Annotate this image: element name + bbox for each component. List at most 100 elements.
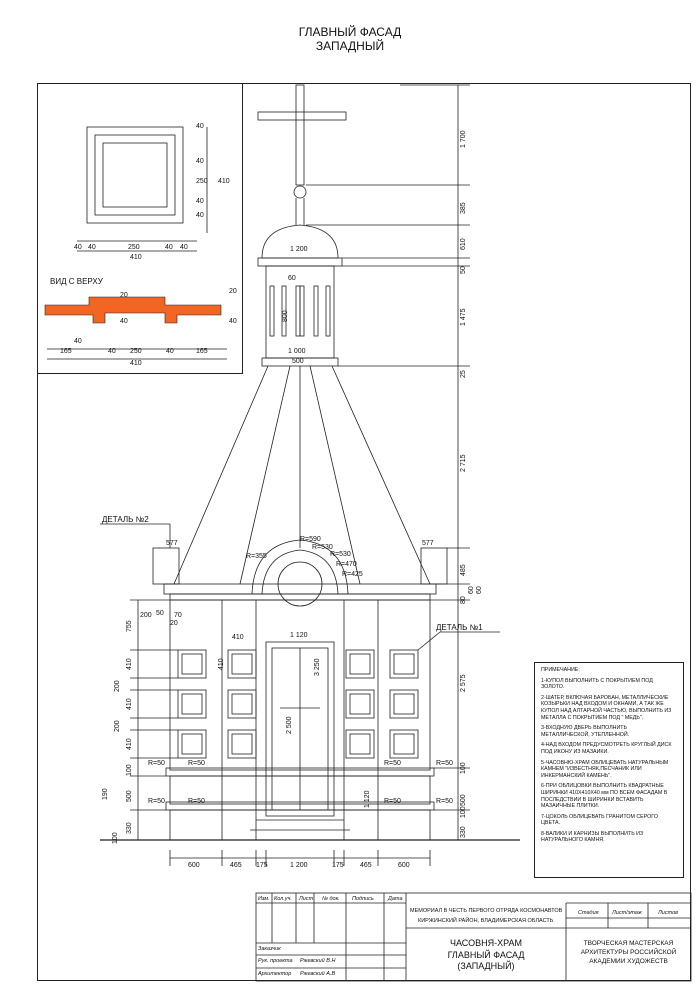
tb-stage: Стадия — [578, 910, 599, 916]
section-bottom-dim: 40 — [108, 348, 116, 355]
org-line: АКАДЕМИИ ХУДОЖЕСТВ — [589, 958, 668, 965]
lantern-opening: 60 — [288, 275, 296, 282]
note-item: 6-ПРИ ОБЛИЦОВКИ ВЫПОЛНИТЬ КВАДРАТНЫЕ ШИР… — [541, 783, 668, 810]
radius-50: R=50 — [148, 760, 165, 767]
section-profile — [44, 296, 222, 324]
corner-dim: 50 — [156, 610, 164, 617]
bottom-dim: 175 — [332, 862, 344, 869]
tb-col: № док. — [322, 896, 340, 902]
section-bottom-dim: 40 — [166, 348, 174, 355]
section-bottom-dim: 250 — [130, 348, 142, 355]
radius-50: R=50 — [436, 798, 453, 805]
section-bottom-dim: 165 — [60, 348, 72, 355]
tent-roof — [173, 365, 431, 585]
tb-col: Кол.уч. — [274, 896, 292, 902]
icon-disk — [277, 561, 323, 607]
arch-outer — [251, 539, 349, 595]
tb-col: Лист — [299, 896, 314, 902]
plan-dim-bottom: 40 — [88, 244, 96, 251]
plan-dim: 40 — [196, 212, 204, 219]
bottom-dim: 600 — [188, 862, 200, 869]
notes-box: ПРИМЕЧАНИЕ: 1-КУПОЛ ВЫПОЛНИТЬ С ПОКРЫТИЕ… — [534, 662, 684, 878]
cross-horizontal — [257, 111, 347, 121]
detail-1-label: ДЕТАЛЬ №1 — [436, 623, 483, 632]
tb-role: Заказчик — [258, 946, 281, 952]
tb-sheet: Лист/этаж — [612, 910, 642, 916]
plan-dim: 250 — [196, 178, 208, 185]
plan-dim-bottom: 40 — [165, 244, 173, 251]
view-from-top-label: ВИД С ВЕРХУ — [50, 277, 103, 286]
project-name: МЕМОРИАЛ В ЧЕСТЬ ПЕРВОГО ОТРЯДА КОСМОНАВ… — [410, 908, 563, 914]
tb-name: Ржевский В.Н — [300, 958, 336, 964]
note-item: 5-ЧАСОВНЮ-ХРАМ ОБЛИЦЕВАТЬ НАТУРАЛЬНЫМ КА… — [541, 759, 669, 779]
cross-vertical — [295, 84, 305, 186]
radius-50: R=50 — [148, 798, 165, 805]
note-item: 2-ШАТЕР, ВКЛЮЧАЯ БАРОБАН, МЕТАЛЛИЧЕСКИЕ … — [541, 694, 672, 721]
plan-dim-bottom: 40 — [74, 244, 82, 251]
radius-50: R=50 — [384, 760, 401, 767]
plan-dim-bottom: 40 — [180, 244, 188, 251]
note-item: 4-НАД ВХОДОМ ПРЕДУСМОТРЕТЬ КРУГЛЫЙ ДИСК … — [541, 742, 672, 755]
tb-col: Подпись — [352, 896, 374, 902]
drawing-name-2: ГЛАВНЫЙ ФАСАД — [447, 950, 525, 960]
inset-panel — [37, 83, 243, 374]
radius-50: R=50 — [436, 760, 453, 767]
detail-2-label: ДЕТАЛЬ №2 — [102, 515, 149, 524]
radius-50: R=50 — [384, 798, 401, 805]
dome-width: 1 200 — [290, 246, 308, 253]
notes-title: ПРИМЕЧАНИЕ: — [541, 667, 580, 673]
plan-dim-bottom: 250 — [128, 244, 140, 251]
note-item: 1-КУПОЛ ВЫПОЛНИТЬ С ПОКРЫТИЕМ ПОД ЗОЛОТО… — [541, 677, 653, 691]
bottom-dim: 465 — [230, 862, 242, 869]
plan-dim: 40 — [196, 123, 204, 130]
radius-50: R=50 — [188, 760, 205, 767]
door — [265, 641, 335, 817]
title-line-2: ЗАПАДНЫЙ — [315, 39, 385, 53]
eave-left: 577 — [166, 540, 178, 547]
tb-role: Рук. проекта — [258, 958, 293, 964]
section-dim: 20 — [120, 292, 128, 299]
tb-col: Дата — [388, 896, 403, 902]
radius-label: R=425 — [342, 571, 363, 578]
inset-drawing — [44, 126, 227, 360]
tb-sheets: Листов — [658, 910, 679, 916]
radius-50: R=50 — [188, 798, 205, 805]
dome — [261, 224, 339, 259]
radius-label: R=530 — [312, 544, 333, 551]
corner-dim: 70 — [174, 612, 182, 619]
tb-role: Архитектор — [258, 971, 292, 977]
tb-name: Ржевский А.В — [300, 971, 336, 977]
section-dim: 40 — [120, 318, 128, 325]
section-bottom-top: 40 — [74, 338, 82, 345]
bottom-dim: 600 — [398, 862, 410, 869]
cross-ball — [293, 185, 307, 199]
eave-right: 577 — [422, 540, 434, 547]
window-width: 410 — [232, 634, 244, 641]
radius-label: R=530 — [330, 551, 351, 558]
bottom-dim: 1 200 — [290, 862, 308, 869]
section-dim: 20 — [229, 288, 237, 295]
radius-label: R=355 — [246, 553, 267, 560]
section-bottom-dim: 165 — [196, 348, 208, 355]
door-width: 1 120 — [290, 632, 308, 639]
note-item: 7-ЦОКОЛЬ ОБЛИЦЕВАТЬ ГРАНИТОМ СЕРОГО ЦВЕТ… — [541, 813, 658, 827]
lantern-base: 1 000 — [288, 348, 306, 355]
org-line: АРХИТЕКТУРЫ РОССИЙСКОЙ — [580, 949, 677, 956]
title-line-1: ГЛАВНЫЙ ФАСАД — [298, 25, 402, 39]
note-item: 8-ВАЛИКИ И КАРНИЗЫ ВЫПОЛНИТЬ ИЗ НАТУРАЛЬ… — [541, 830, 644, 844]
org-line: ТВОРЧЕСКАЯ МАСТЕРСКАЯ — [583, 940, 674, 947]
section-total: 410 — [130, 360, 142, 367]
corner-dim: 20 — [170, 620, 178, 627]
plan-total-bottom: 410 — [130, 254, 142, 261]
plan-total-right: 410 — [218, 178, 230, 185]
tb-col: Изм. — [258, 896, 270, 902]
note-item: 3-ВХОДНУЮ ДВЕРЬ ВЫПОЛНИТЬ МЕТАЛЛИЧЕСКОЙ,… — [541, 725, 630, 738]
project-location: КИРЖИНСКИЙ РАЙОН, ВЛАДИМЕРСКАЯ ОБЛАСТЬ — [418, 918, 554, 924]
lantern-base2: 500 — [292, 358, 304, 365]
drawing-name-3: (ЗАПАДНЫЙ) — [457, 961, 515, 971]
section-dim: 40 — [229, 318, 237, 325]
radius-label: R=590 — [300, 536, 321, 543]
corner-dim: 200 — [140, 612, 152, 619]
